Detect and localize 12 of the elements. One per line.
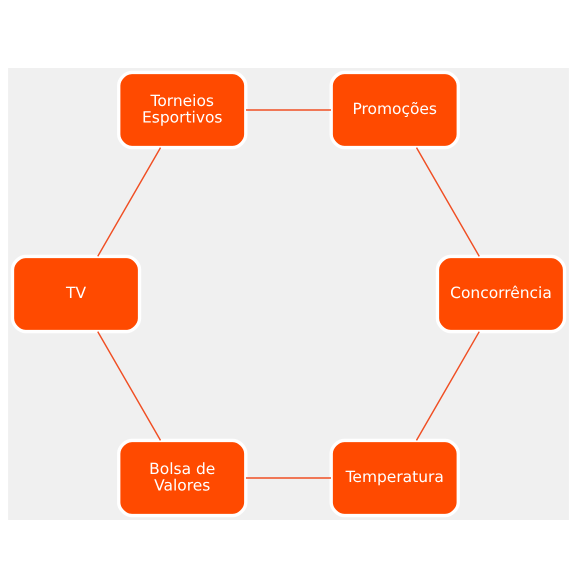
node-box: Concorrência	[436, 254, 566, 333]
node-box: Promoções	[330, 70, 460, 149]
node-box: Bolsa de Valores	[117, 438, 248, 517]
node-box: Temperatura	[330, 438, 460, 517]
connector	[416, 146, 480, 256]
connector	[246, 476, 331, 478]
node-box: TV	[10, 254, 142, 333]
node-box: Torneios Esportivos	[117, 70, 248, 149]
connector	[97, 146, 162, 256]
connector	[246, 108, 332, 110]
connector	[416, 330, 480, 440]
connector	[97, 330, 162, 440]
